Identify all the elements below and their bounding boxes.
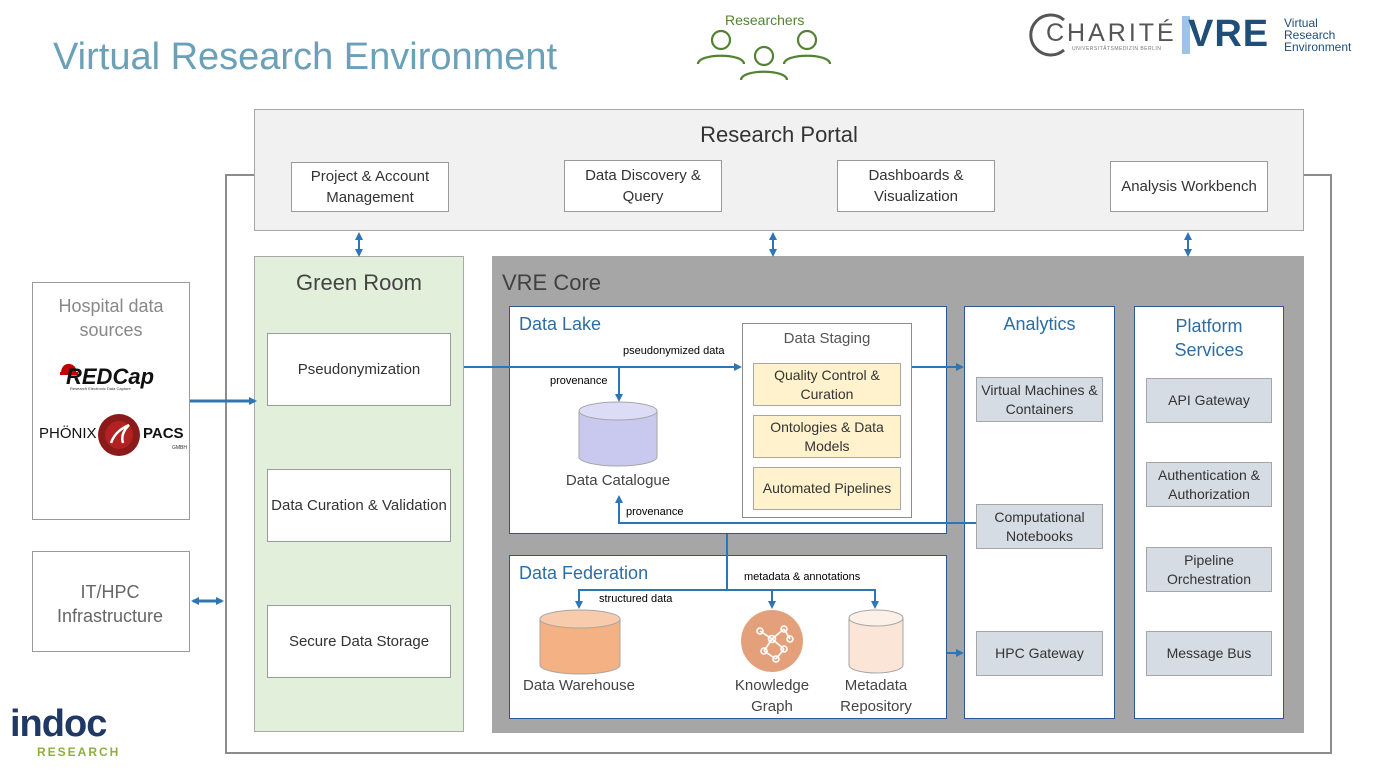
data-staging-title: Data Staging [783,330,871,347]
pipeline-orchestration-box[interactable]: Pipeline Orchestration [1146,547,1272,592]
message-bus-box[interactable]: Message Bus [1146,631,1272,676]
vre-logo-line-2: Research [1284,28,1336,42]
vre-logo-mark: VRE [1188,13,1270,55]
page-title: Virtual Research Environment [53,36,558,78]
quality-control-curation-label: Quality Control & Curation [774,366,880,402]
automated-pipelines-label: Automated Pipelines [762,480,892,496]
virtual-machines-containers-box[interactable]: Virtual Machines & Containers [976,377,1103,422]
api-gateway-box[interactable]: API Gateway [1146,378,1272,423]
hpc-gateway-label: HPC Gateway [995,645,1084,661]
green-room-title: Green Room [296,270,422,295]
metadata-repository-label: Metadata Repository [840,677,912,715]
provenance-label-top: provenance [550,375,608,387]
structured-data-arrow [575,589,727,609]
phoenix-logo-subtext: GMBH [172,445,187,451]
research-portal-title: Research Portal [700,122,858,147]
provenance-return-arrow [615,495,976,524]
vre-core-title: VRE Core [502,270,602,295]
data-curation-validation-box[interactable]: Data Curation & Validation [267,469,451,542]
metadata-annotations-label: metadata & annotations [744,571,861,583]
authentication-authorization-box[interactable]: Authentication & Authorization [1146,462,1272,507]
indoc-logo-subtext: RESEARCH [37,745,121,759]
hpc-gateway-box[interactable]: HPC Gateway [976,631,1103,676]
virtual-machines-containers-label: Virtual Machines & Containers [981,381,1098,417]
redcap-icon [60,363,78,375]
automated-pipelines-box[interactable]: Automated Pipelines [753,467,901,510]
data-federation-title: Data Federation [519,563,649,583]
phoenix-logo-left: PHÖNIX [39,425,97,442]
metadata-repository-db-icon [848,609,904,674]
knowledge-graph-label: Knowledge Graph [734,677,810,715]
researchers-icon [696,29,832,81]
secure-data-storage-label: Secure Data Storage [288,633,430,650]
vre-logo-caption: Virtual Research Environment [1284,17,1351,53]
pseudonymization-box[interactable]: Pseudonymization [267,333,451,406]
data-discovery-query-box[interactable]: Data Discovery & Query [564,160,722,212]
analytics-title: Analytics [1003,314,1076,334]
it-hpc-infrastructure [32,551,190,652]
api-gateway-label: API Gateway [1168,392,1250,408]
dashboards-visualization-box[interactable]: Dashboards & Visualization [837,160,995,212]
data-warehouse-label: Data Warehouse [522,677,635,694]
indoc-logo: indoc [10,703,107,745]
federation-feed-line [726,534,879,609]
analysis-workbench-box[interactable]: Analysis Workbench [1110,161,1268,212]
charite-logo-subtext: UNIVERSITÄTSMEDIZIN BERLIN [1072,46,1162,52]
authentication-authorization-label: Authentication & Authorization [1158,466,1260,502]
pipeline-orchestration-label: Pipeline Orchestration [1166,551,1252,587]
structured-data-label: structured data [599,593,673,605]
message-bus-label: Message Bus [1166,645,1252,661]
phoenix-emblem-icon [98,414,140,456]
phoenix-logo-right: PACS [143,425,184,442]
knowledge-graph-icon [741,610,803,672]
vre-logo-line-3: Environment [1284,40,1352,54]
vre-logo-line-1: Virtual [1284,16,1318,30]
computational-notebooks-box[interactable]: Computational Notebooks [976,504,1103,549]
redcap-logo-subtext: Research Electronic Data Capture [70,386,131,391]
ontologies-data-models-box[interactable]: Ontologies & Data Models [753,415,901,458]
charite-logo-text: CHARITÉ [1046,19,1177,47]
redcap-logo: REDCap [66,364,155,389]
data-lake-title: Data Lake [519,314,602,334]
pseudonymization-label: Pseudonymization [297,361,421,378]
data-warehouse-db-icon [539,609,621,675]
computational-notebooks-label: Computational Notebooks [994,508,1085,544]
charite-logo [1029,13,1065,57]
it-hpc-infrastructure-title: IT/HPC Infrastructure [56,582,164,626]
pseudonymized-data-label: pseudonymized data [623,345,725,357]
vre-logo [1182,16,1280,54]
hospital-data-sources [32,282,190,520]
quality-control-curation-box[interactable]: Quality Control & Curation [753,363,901,406]
data-curation-validation-label: Data Curation & Validation [271,497,447,514]
provenance-label-bottom: provenance [626,506,684,518]
project-account-management-label: Project & Account Management [310,168,430,206]
dashboards-visualization-label: Dashboards & Visualization [868,167,964,205]
project-account-management-box[interactable]: Project & Account Management [291,162,449,212]
researchers-label: Researchers [725,12,805,28]
hospital-data-sources-title: Hospital data sources [58,296,164,340]
platform-services-title: Platform Services [1174,316,1244,360]
secure-data-storage-box[interactable]: Secure Data Storage [267,605,451,678]
data-catalogue-label: Data Catalogue [565,472,671,489]
analysis-workbench-label: Analysis Workbench [1121,178,1257,195]
ontologies-data-models-label: Ontologies & Data Models [770,418,884,454]
data-discovery-query-label: Data Discovery & Query [585,167,701,205]
data-catalogue-db-icon [578,401,658,467]
